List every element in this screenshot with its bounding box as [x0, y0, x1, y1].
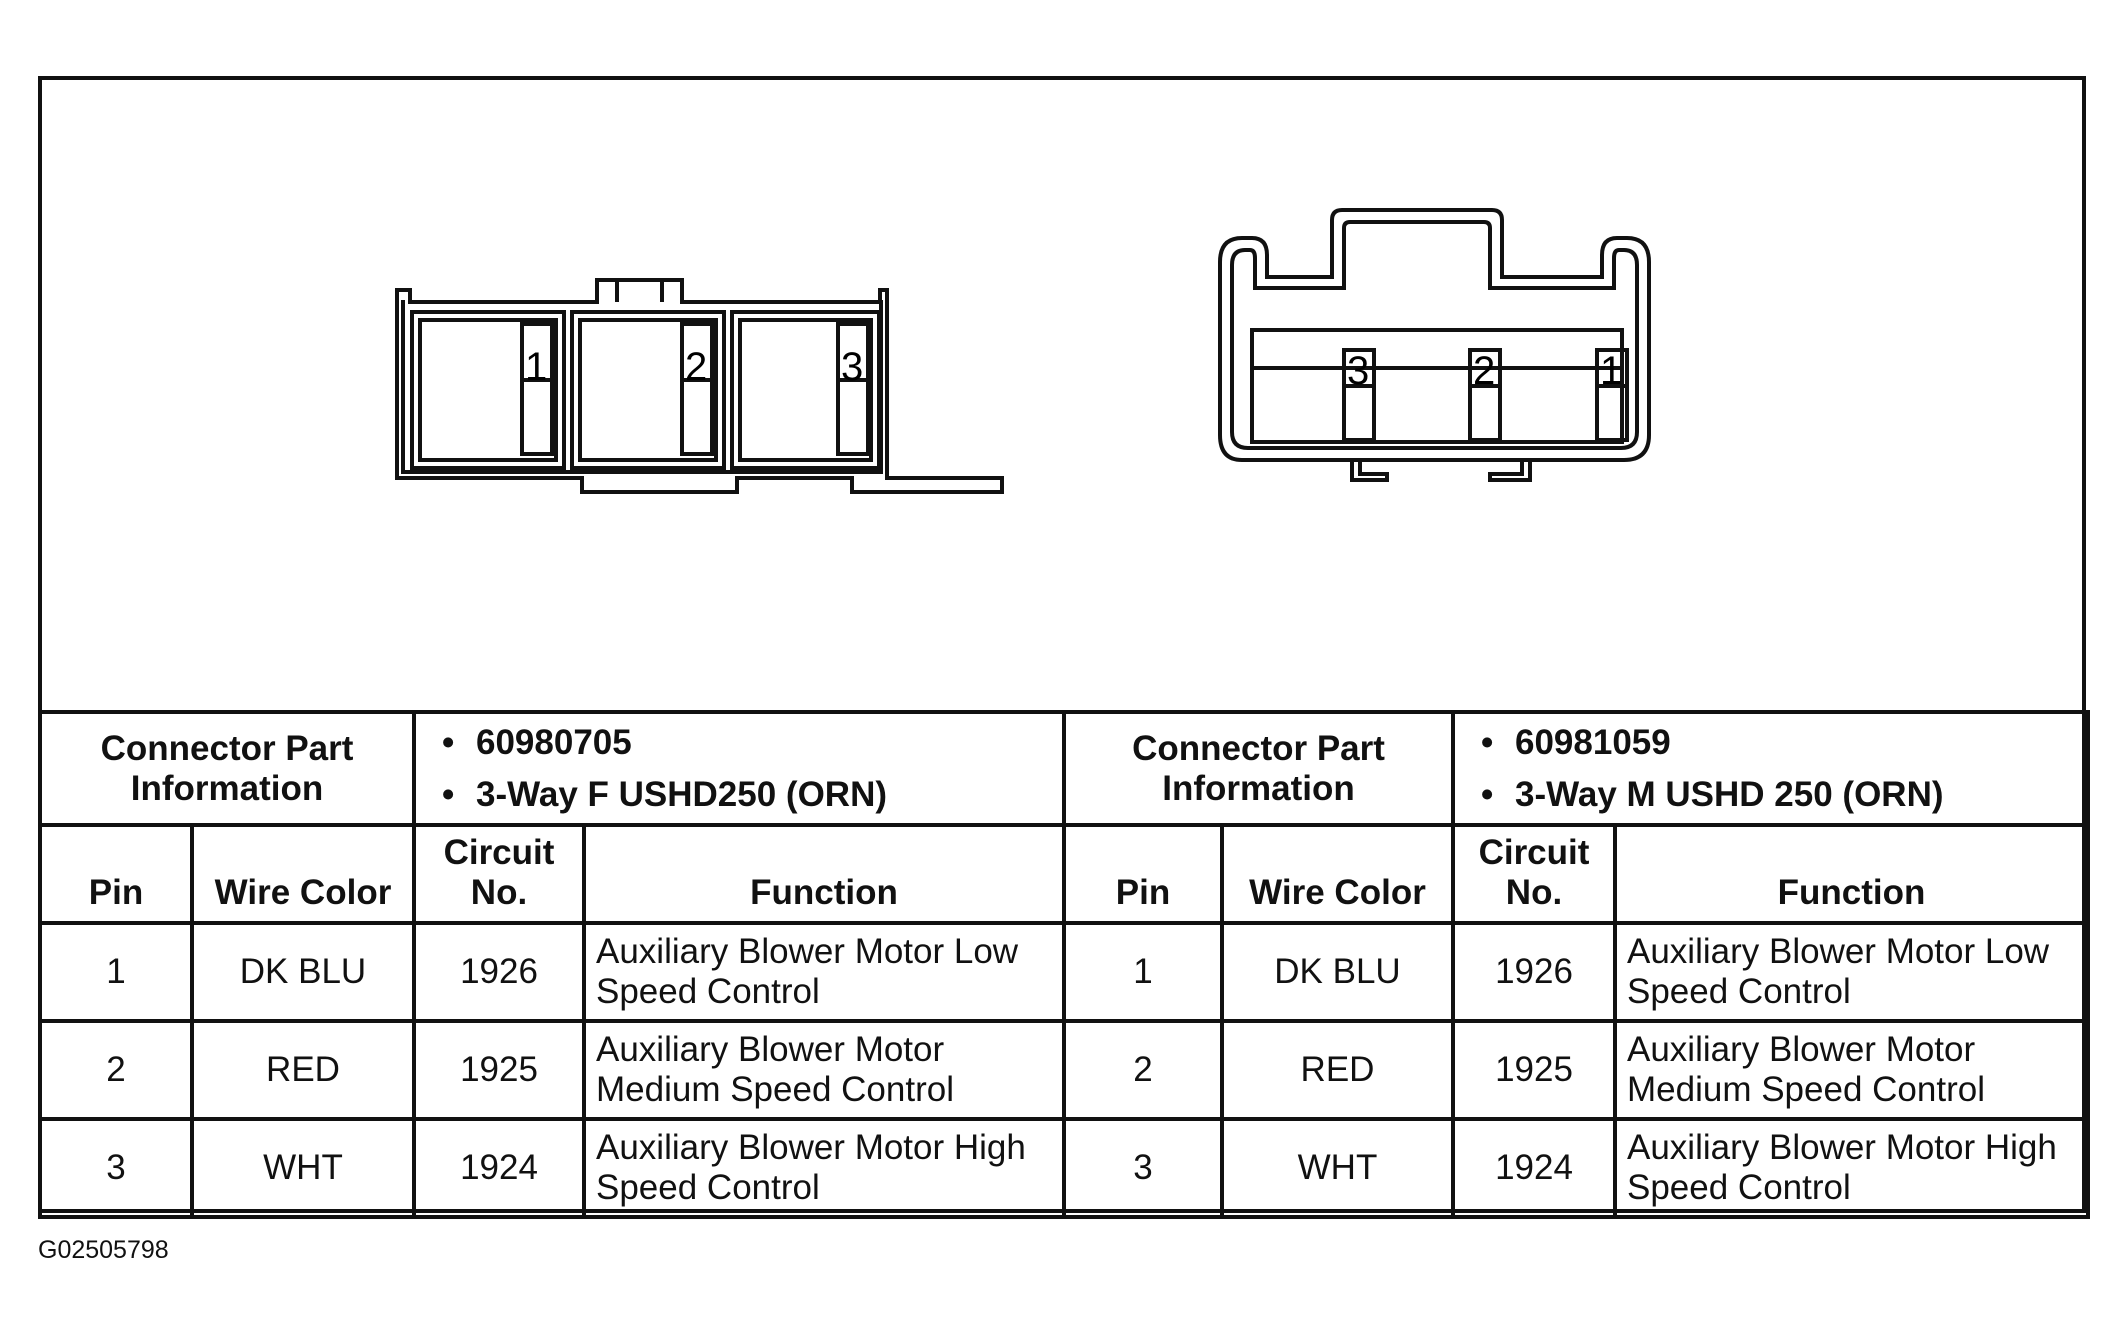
- right-pin: 2: [1062, 1019, 1224, 1121]
- left-pin-label-3: 3: [841, 345, 863, 389]
- right-circuit: 1924: [1451, 1117, 1617, 1219]
- left-function: Auxiliary Blower Motor Medium Speed Cont…: [582, 1019, 1066, 1121]
- figure-id: G02505798: [38, 1236, 169, 1264]
- left-pin-label-2: 2: [685, 345, 707, 389]
- connector-pinout-table: Connector Part Information 60980705 3-Wa…: [38, 710, 2090, 1219]
- left-function: Auxiliary Blower Motor High Speed Contro…: [582, 1117, 1066, 1219]
- left-function: Auxiliary Blower Motor Low Speed Control: [582, 921, 1066, 1023]
- right-circuit: 1926: [1451, 921, 1617, 1023]
- right-col-wire-color: Wire Color: [1220, 823, 1455, 925]
- left-wire-color: DK BLU: [190, 921, 416, 1023]
- right-wire-color: WHT: [1220, 1117, 1455, 1219]
- right-pin-label-3: 3: [1347, 349, 1369, 393]
- right-pin-label-2: 2: [1473, 349, 1495, 393]
- table-row: 1 DK BLU 1926 Auxiliary Blower Motor Low…: [38, 921, 2090, 1023]
- right-pin-label-1: 1: [1600, 349, 1622, 393]
- left-part-number: 60980705: [442, 717, 1052, 769]
- male-connector-outline: [1218, 208, 1651, 482]
- connector-diagrams: 1 2 3 3 2 1: [42, 80, 2082, 712]
- left-circuit: 1925: [412, 1019, 586, 1121]
- connector-end-view-frame: 1 2 3 3 2 1 Connector Part Information 6…: [38, 76, 2090, 1219]
- left-circuit: 1926: [412, 921, 586, 1023]
- connector-drawing: 1 2 3 3 2 1: [395, 208, 1651, 494]
- right-function: Auxiliary Blower Motor Low Speed Control: [1613, 921, 2090, 1023]
- left-part-description: 3-Way F USHD250 (ORN): [442, 769, 1052, 821]
- left-col-wire-color: Wire Color: [190, 823, 416, 925]
- left-circuit: 1924: [412, 1117, 586, 1219]
- left-part-info-value: 60980705 3-Way F USHD250 (ORN): [412, 710, 1066, 827]
- left-pin: 2: [38, 1019, 194, 1121]
- right-circuit: 1925: [1451, 1019, 1617, 1121]
- left-wire-color: RED: [190, 1019, 416, 1121]
- left-pin: 1: [38, 921, 194, 1023]
- left-col-pin: Pin: [38, 823, 194, 925]
- left-pin: 3: [38, 1117, 194, 1219]
- column-header-row: Pin Wire Color Circuit No. Function Pin …: [38, 823, 2090, 925]
- left-pin-label-1: 1: [525, 345, 547, 389]
- part-info-row: Connector Part Information 60980705 3-Wa…: [38, 710, 2090, 827]
- right-wire-color: RED: [1220, 1019, 1455, 1121]
- right-part-number: 60981059: [1481, 717, 2076, 769]
- female-connector-outline: [395, 278, 1004, 494]
- table-row: 2 RED 1925 Auxiliary Blower Motor Medium…: [38, 1019, 2090, 1121]
- left-part-info-label: Connector Part Information: [38, 710, 416, 827]
- right-part-info-value: 60981059 3-Way M USHD 250 (ORN): [1451, 710, 2090, 827]
- right-col-circuit: Circuit No.: [1451, 823, 1617, 925]
- right-col-function: Function: [1613, 823, 2090, 925]
- left-wire-color: WHT: [190, 1117, 416, 1219]
- right-col-pin: Pin: [1062, 823, 1224, 925]
- right-function: Auxiliary Blower Motor Medium Speed Cont…: [1613, 1019, 2090, 1121]
- left-col-function: Function: [582, 823, 1066, 925]
- left-col-circuit: Circuit No.: [412, 823, 586, 925]
- table-row: 3 WHT 1924 Auxiliary Blower Motor High S…: [38, 1117, 2090, 1219]
- right-pin: 1: [1062, 921, 1224, 1023]
- right-function: Auxiliary Blower Motor High Speed Contro…: [1613, 1117, 2090, 1219]
- right-part-info-label: Connector Part Information: [1062, 710, 1455, 827]
- right-wire-color: DK BLU: [1220, 921, 1455, 1023]
- right-pin: 3: [1062, 1117, 1224, 1219]
- right-part-description: 3-Way M USHD 250 (ORN): [1481, 769, 2076, 821]
